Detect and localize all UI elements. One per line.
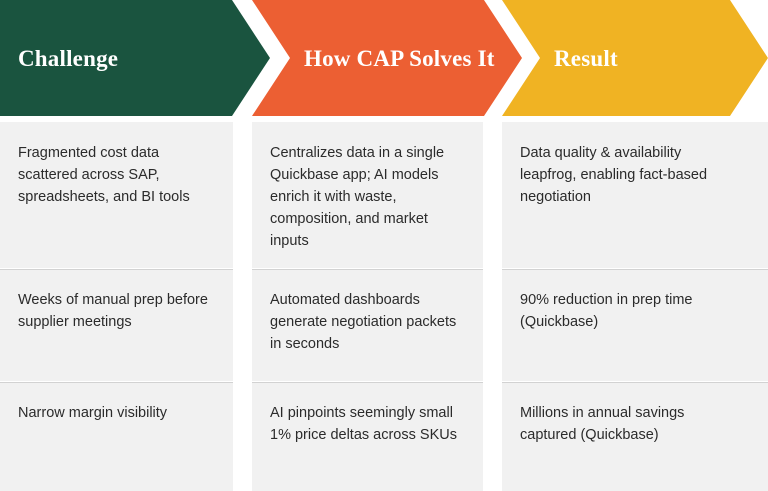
header-title-how-cap-solves-it: How CAP Solves It — [304, 45, 495, 71]
header-title-result: Result — [554, 45, 618, 71]
cell-how-cap-solves-it-row-3: AI pinpoints seemingly small 1% price de… — [252, 382, 483, 491]
header-chevron-how-cap-solves-it: How CAP Solves It — [252, 0, 522, 116]
cell-text: Narrow margin visibility — [18, 405, 168, 421]
cell-text: Automated dashboards generate negotiatio… — [270, 292, 457, 353]
header-chevron-row: Challenge How CAP Solves It Result — [0, 0, 768, 116]
cell-text: Centralizes data in a single Quickbase a… — [270, 145, 445, 250]
cell-text: Weeks of manual prep before supplier mee… — [18, 292, 208, 331]
cell-text: Fragmented cost data scattered across SA… — [18, 145, 190, 206]
cell-text: 90% reduction in prep time (Quickbase) — [520, 292, 693, 331]
cell-challenge-row-1: Fragmented cost data scattered across SA… — [0, 122, 233, 268]
header-title-challenge: Challenge — [18, 45, 119, 71]
column-how-cap-solves-it: Centralizes data in a single Quickbase a… — [252, 122, 483, 491]
cell-challenge-row-2: Weeks of manual prep before supplier mee… — [0, 269, 233, 381]
column-result: Data quality & availability leapfrog, en… — [502, 122, 768, 491]
cell-text: AI pinpoints seemingly small 1% price de… — [270, 405, 457, 444]
cell-how-cap-solves-it-row-2: Automated dashboards generate negotiatio… — [252, 269, 483, 381]
cell-text: Data quality & availability leapfrog, en… — [520, 145, 708, 206]
cell-result-row-3: Millions in annual savings captured (Qui… — [502, 382, 768, 491]
cell-text: Millions in annual savings captured (Qui… — [520, 405, 685, 444]
header-chevron-challenge: Challenge — [0, 0, 270, 116]
cell-how-cap-solves-it-row-1: Centralizes data in a single Quickbase a… — [252, 122, 483, 268]
cell-result-row-2: 90% reduction in prep time (Quickbase) — [502, 269, 768, 381]
header-chevron-result: Result — [502, 0, 768, 116]
column-challenge: Fragmented cost data scattered across SA… — [0, 122, 233, 491]
cell-result-row-1: Data quality & availability leapfrog, en… — [502, 122, 768, 268]
content-columns: Fragmented cost data scattered across SA… — [0, 122, 768, 491]
cell-challenge-row-3: Narrow margin visibility — [0, 382, 233, 491]
